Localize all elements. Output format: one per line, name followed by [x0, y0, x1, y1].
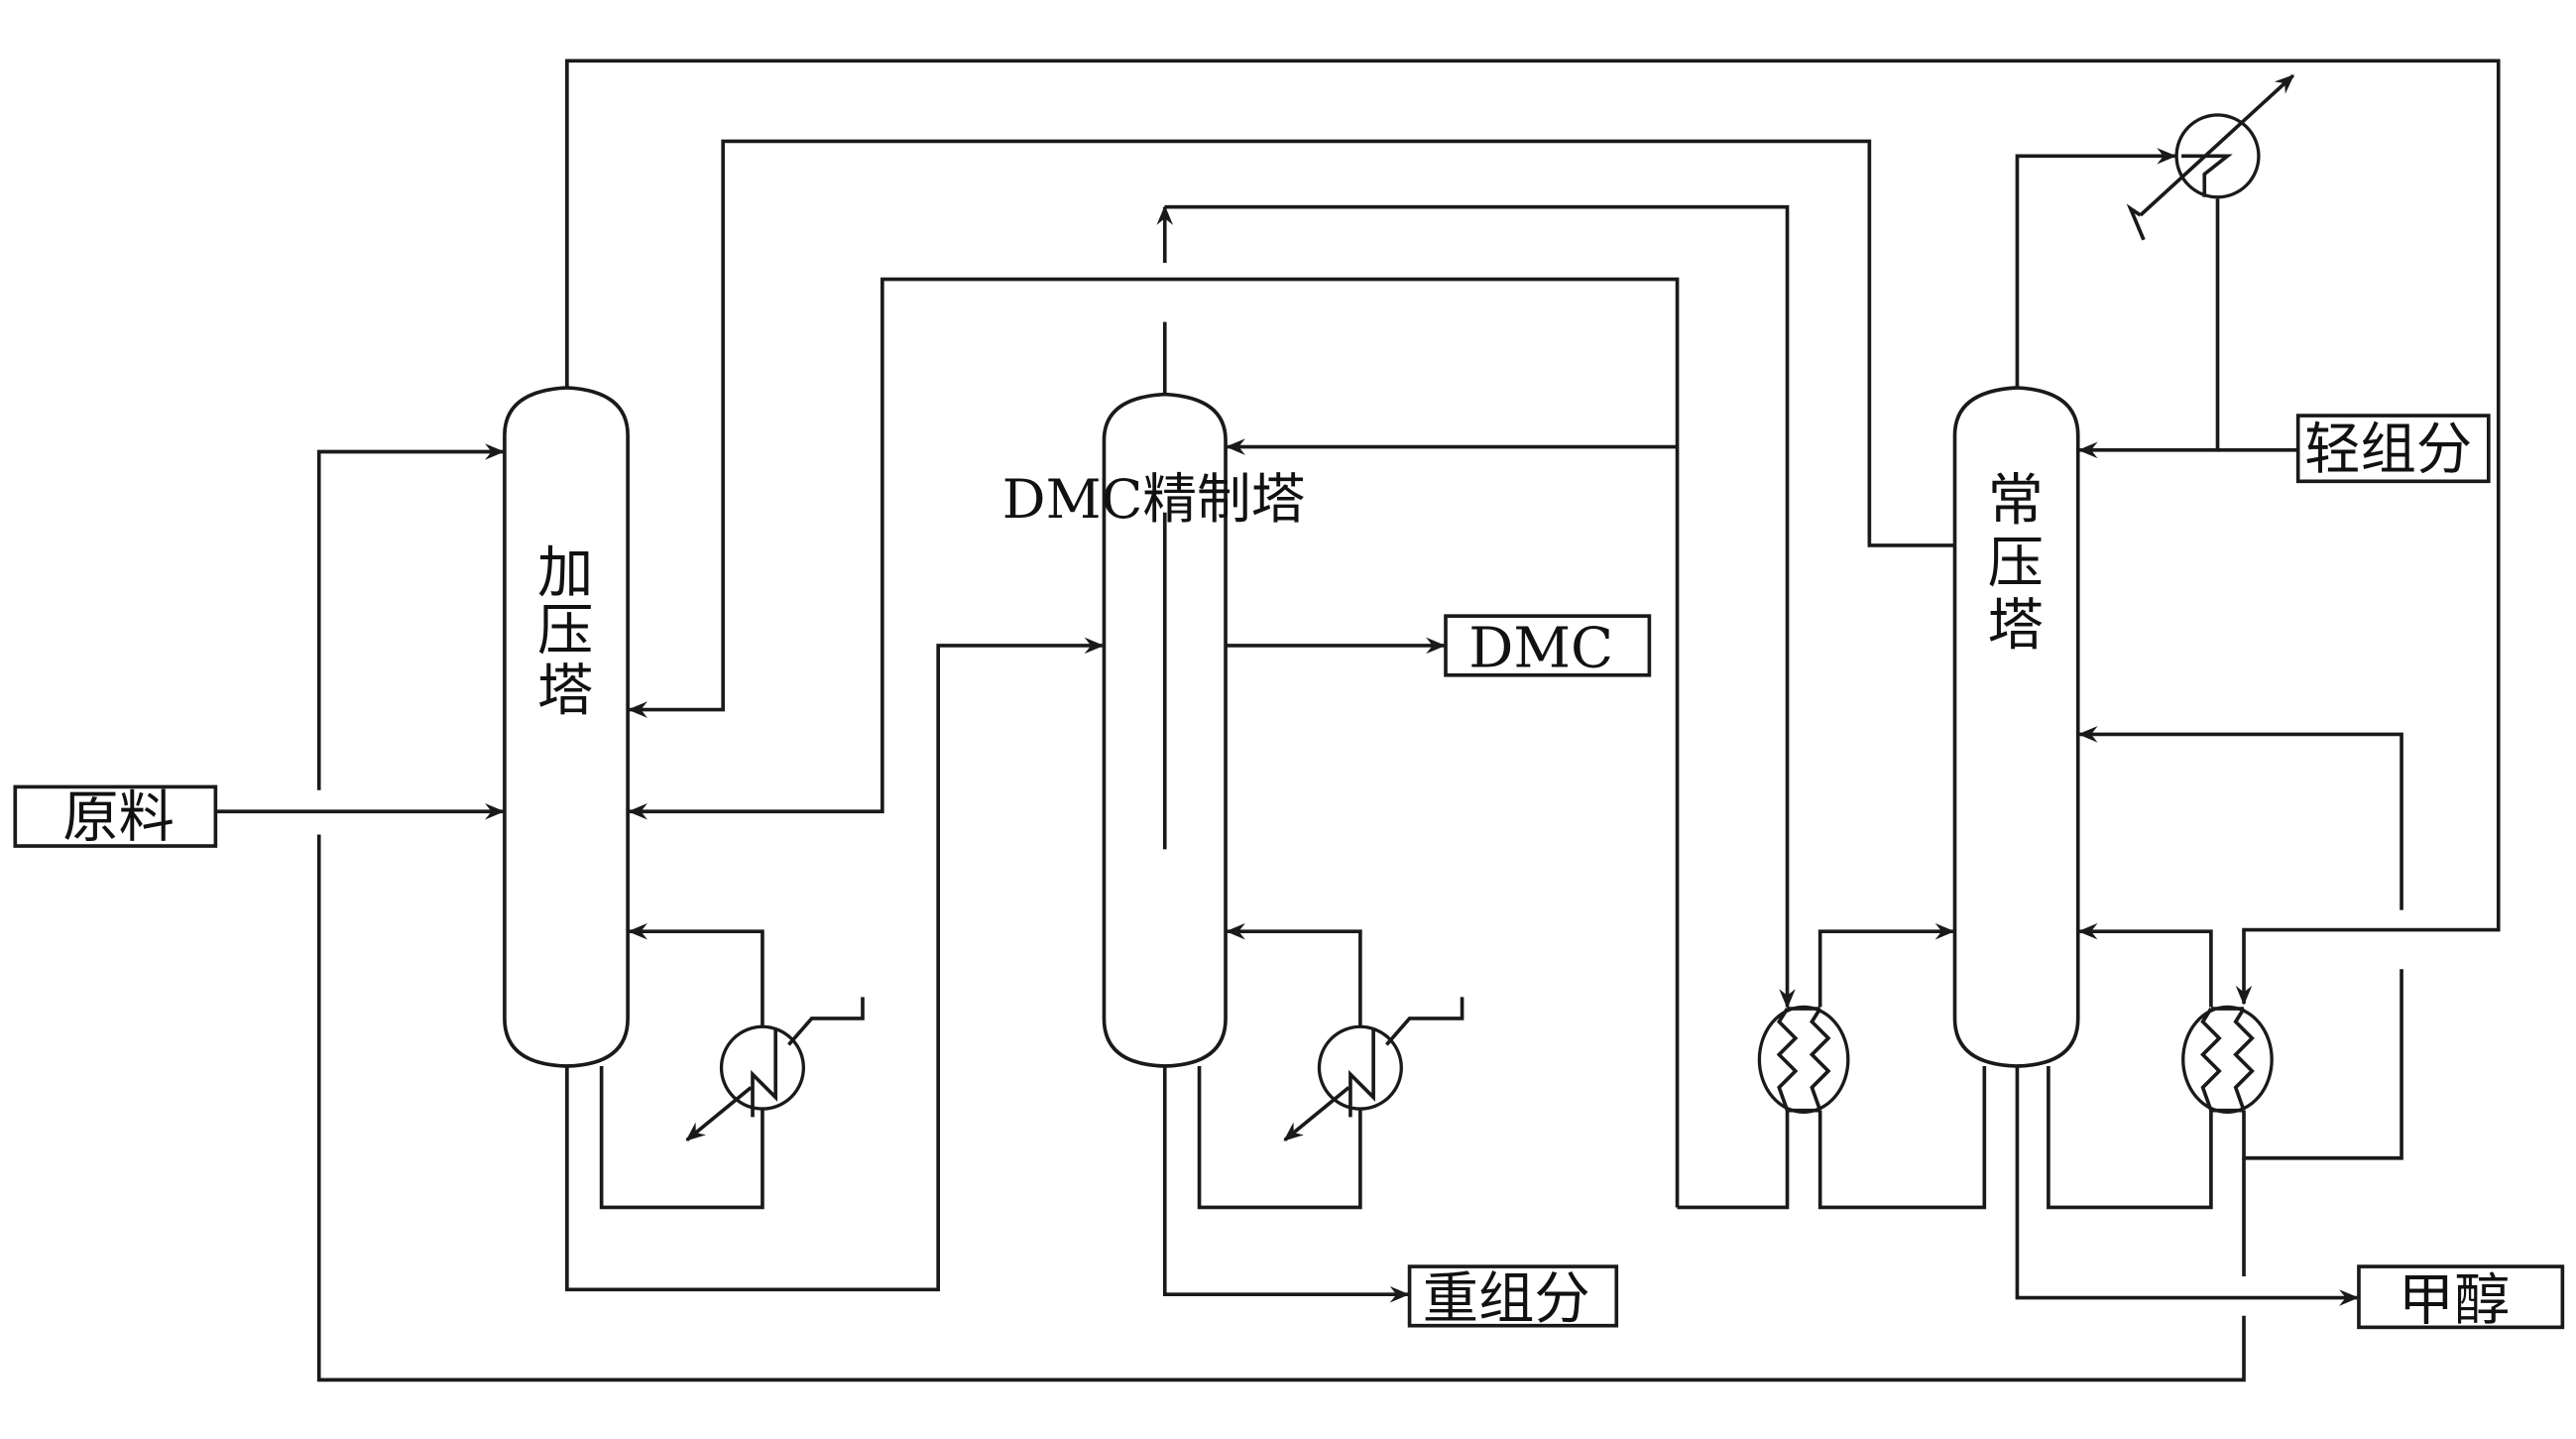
- atmospheric-column-label-2: 压: [1988, 531, 2044, 595]
- hx1-to-atmospheric: [1817, 922, 1955, 1008]
- dmc-overhead-line: [1164, 204, 1796, 1010]
- heavy-components-box: 重组分: [1407, 1264, 1619, 1331]
- methanol-label: 甲醇: [2399, 1268, 2511, 1333]
- atmospheric-column: 常 压 塔: [1952, 386, 2080, 1068]
- feed-label: 原料: [62, 785, 175, 850]
- recycle-bottom-return: [316, 834, 2246, 1382]
- hx2-outlet-to-right: [2242, 969, 2403, 1160]
- heavy-components-line: [1162, 1065, 1410, 1303]
- condenser-reflux-line: [2077, 198, 2220, 459]
- reboiler-pressure-icon: [685, 997, 865, 1141]
- light-components-box: 轻组分: [2295, 414, 2491, 484]
- heat-exchanger-2-icon: [2181, 1005, 2274, 1115]
- dmc-product-label: DMC: [1468, 616, 1613, 680]
- methanol-box: 甲醇: [2357, 1264, 2565, 1333]
- dmc-reboiler-loop: [1197, 1065, 1362, 1210]
- pressure-column-label-1: 加: [537, 540, 593, 605]
- dmc-column-label: DMC精制塔: [1002, 467, 1306, 531]
- condenser-atmospheric-icon: [2126, 73, 2294, 241]
- pressure-column-label-2: 压: [537, 598, 593, 662]
- atmospheric-column-label-1: 常: [1988, 468, 2044, 533]
- atmospheric-sidedraw-to-pressure: [628, 139, 1955, 718]
- reboiler-dmc-icon: [1283, 997, 1464, 1141]
- pressure-column-label-3: 塔: [537, 660, 593, 724]
- heat-exchanger-1-icon: [1757, 1005, 1850, 1115]
- feed-box: 原料: [13, 784, 218, 850]
- light-components-label: 轻组分: [2304, 418, 2472, 482]
- dmc-reboiler-return: [1226, 922, 1362, 1027]
- dmc-column: DMC精制塔: [1002, 392, 1306, 1068]
- pressure-overhead-line: [565, 59, 2501, 1006]
- pressure-reboiler-loop: [599, 1065, 764, 1210]
- hx2-right-to-atmospheric: [2077, 726, 2403, 910]
- recycle-to-pressure-line: [628, 277, 1680, 1208]
- dmc-product-box: DMC: [1444, 614, 1652, 680]
- heavy-components-label: 重组分: [1423, 1266, 1590, 1331]
- atmospheric-overhead-line: [2015, 148, 2177, 388]
- pressure-column: 加 压 塔: [503, 386, 630, 1068]
- methanol-line: [2015, 1065, 2359, 1306]
- recycle-to-pressure-top: [316, 443, 505, 790]
- atmospheric-column-label-3: 塔: [1988, 593, 2044, 658]
- pressure-reboiler-return: [628, 922, 764, 1027]
- hx2-to-atmospheric: [2077, 922, 2213, 1008]
- hx1-bottom-line: [1677, 1110, 1790, 1210]
- atmospheric-bottoms-to-hx2: [2047, 1065, 2213, 1210]
- atmospheric-bottoms-to-hx1: [1817, 1065, 1987, 1210]
- pressure-bottoms-to-dmc: [565, 637, 1105, 1292]
